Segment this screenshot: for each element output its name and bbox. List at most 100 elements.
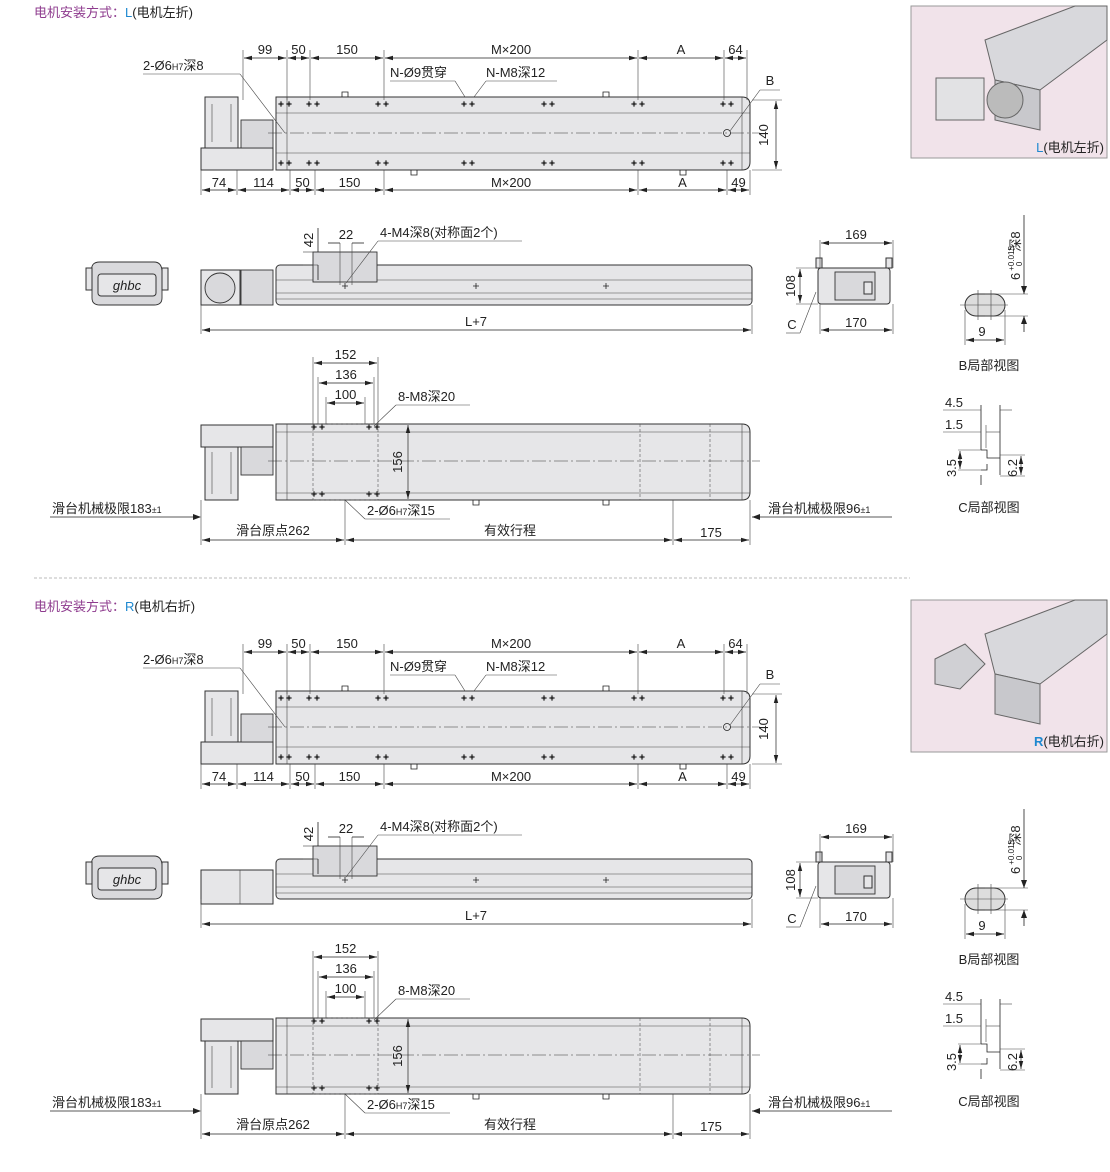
text-span: ±1 (860, 1099, 870, 1109)
mounting-hole (470, 102, 474, 106)
text-span: H7 (172, 656, 184, 666)
bolt-head (341, 91, 349, 97)
mounting-hole (287, 161, 291, 165)
mounting-hole (729, 161, 733, 165)
mode-letter: L (125, 5, 132, 20)
mounting-hole (729, 755, 733, 759)
groove-dim-label: 3.5 (944, 459, 959, 477)
slider-pitch-label: 22 (339, 227, 353, 242)
hole-mark (603, 283, 609, 289)
heading-prefix: 电机安装方式： (34, 5, 125, 20)
top-dimension: A (677, 636, 686, 651)
mounting-hole (632, 161, 636, 165)
pendant-handle (85, 267, 93, 291)
bottom-dimension: 49 (731, 175, 745, 190)
bolt-head (602, 685, 610, 691)
teach-pendant-image: ghbc (85, 261, 169, 306)
mounting-hole (375, 492, 379, 496)
arrow (1021, 880, 1027, 888)
top-dimension: 99 (258, 636, 272, 651)
slider-dimension-label: 100 (335, 387, 357, 402)
mounting-hole (632, 696, 636, 700)
mounting-hole (542, 696, 546, 700)
hole-mark (473, 283, 479, 289)
slider-outline (312, 1017, 379, 1095)
mounting-hole (376, 102, 380, 106)
detail-c-marker: C (787, 317, 796, 332)
arrow (752, 514, 760, 520)
teach-pendant-image: ghbc (85, 855, 169, 900)
bottom-dimension: 50 (295, 769, 309, 784)
mounting-hole (550, 102, 554, 106)
text-span: ±1 (860, 505, 870, 515)
through-hole-callout: N-Ø9贯穿 (390, 65, 447, 80)
mounting-hole (287, 102, 291, 106)
height-label: 140 (756, 124, 771, 146)
mounting-hole (315, 102, 319, 106)
detail-b-marker: B (766, 73, 775, 88)
text-span: 2-Ø6 (367, 503, 396, 518)
arrow (1021, 316, 1027, 324)
mode-letter: R (125, 599, 134, 614)
line (373, 998, 397, 1021)
product-photo-inset: L(电机左折) (910, 5, 1108, 159)
bottom-dimension: A (678, 769, 687, 784)
mounting-hole (315, 755, 319, 759)
motor-image (935, 77, 985, 121)
bottom-dimension: M×200 (491, 175, 531, 190)
pin-hole (723, 723, 731, 731)
text-span: ±1 (152, 505, 162, 515)
text-span: (电机左折) (1043, 140, 1104, 155)
mounting-hole (384, 102, 388, 106)
detail-b-marker: B (766, 667, 775, 682)
slider-height-label: 42 (301, 233, 316, 247)
arrow (193, 1108, 201, 1114)
bolt-head (341, 685, 349, 691)
top-dimension: 50 (291, 636, 305, 651)
slider-height-label: 42 (301, 827, 316, 841)
pendant-handle (161, 267, 169, 291)
mounting-hole (315, 696, 319, 700)
origin-label: 滑台原点262 (236, 1117, 310, 1132)
bolt-head (472, 500, 480, 506)
arrow (1021, 286, 1027, 294)
mounting-hole (462, 696, 466, 700)
top-dimension: M×200 (491, 42, 531, 57)
arrow (193, 514, 201, 520)
groove-dim-label: 4.5 (945, 395, 963, 410)
mounting-hole (312, 1086, 316, 1090)
mode-text: (电机左折) (132, 5, 193, 20)
coupling-housing (240, 119, 274, 149)
motor-base (200, 741, 274, 765)
detail-b-caption: B局部视图 (959, 952, 1020, 967)
section-heading: 电机安装方式：R(电机右折) (34, 599, 195, 614)
slider-holes-callout: 8-M8深20 (398, 389, 455, 404)
mounting-hole (279, 102, 283, 106)
motor-base (200, 147, 274, 171)
mounting-hole (279, 161, 283, 165)
actuator-body (275, 264, 753, 306)
text-span: 2-Ø6 (367, 1097, 396, 1112)
detail-c-marker: C (787, 911, 796, 926)
mounting-hole (320, 492, 324, 496)
mounting-hole (307, 696, 311, 700)
text-span: 0 (1015, 855, 1024, 860)
text-span: 深15 (407, 503, 434, 518)
mounting-hole (721, 102, 725, 106)
line (345, 240, 379, 284)
overall-length-label: L+7 (465, 314, 487, 329)
mounting-hole (375, 1086, 379, 1090)
line (239, 73, 286, 134)
mounting-hole (375, 425, 379, 429)
connector (863, 281, 873, 295)
text-span: 0 (1015, 261, 1024, 266)
mounting-hole (367, 1019, 371, 1023)
mounting-hole (721, 696, 725, 700)
pendant-panel (97, 273, 157, 297)
